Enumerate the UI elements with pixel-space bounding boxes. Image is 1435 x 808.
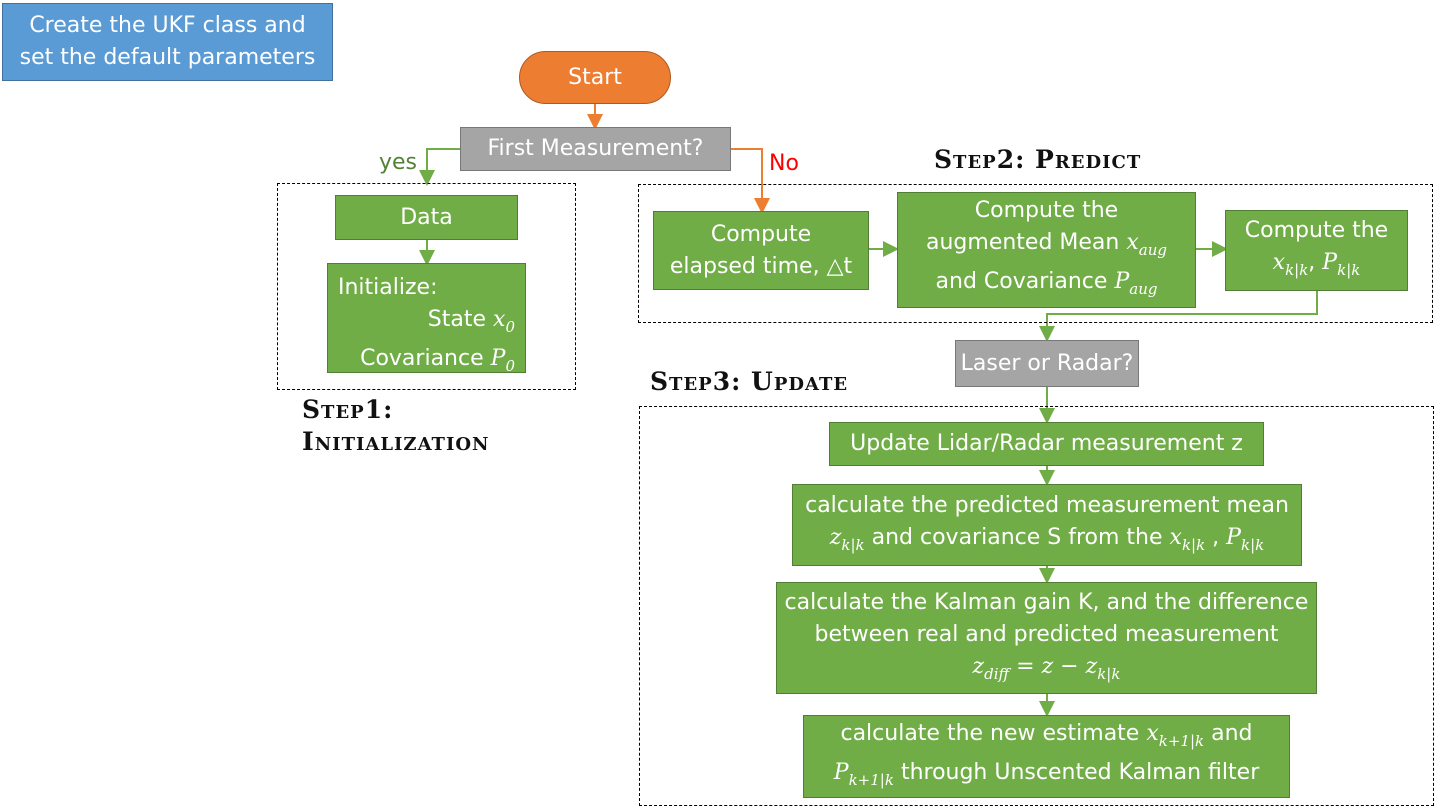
aug-var2: P xyxy=(1114,269,1130,294)
meas-sub1: k|k xyxy=(841,535,865,554)
initialize-label: Initialize: xyxy=(338,275,438,300)
first-measurement-decision[interactable]: First Measurement? xyxy=(460,127,731,171)
kalman-gain-box[interactable]: calculate the Kalman gain K, and the dif… xyxy=(776,582,1317,694)
step3-title: Step3: Update xyxy=(650,367,849,396)
aug-line1: Compute the xyxy=(974,198,1119,223)
update-z-label: Update Lidar/Radar measurement z xyxy=(850,431,1243,456)
aug-text2: augmented Mean xyxy=(926,230,1120,255)
data-box[interactable]: Data xyxy=(335,195,518,240)
step3-region xyxy=(639,406,1434,806)
meas-var1: z xyxy=(829,524,842,550)
step2-title: Step2: Predict xyxy=(934,145,1142,174)
init-cov-var: P xyxy=(490,346,506,371)
elapsed-time-box[interactable]: Compute elapsed time, △t xyxy=(653,211,869,290)
gain-line1: calculate the Kalman gain K, and the dif… xyxy=(784,589,1309,615)
aug-line3: and Covariance Paug xyxy=(936,266,1158,305)
data-label: Data xyxy=(400,204,453,230)
first-measurement-label: First Measurement? xyxy=(487,136,704,161)
predicted-measurement-box[interactable]: calculate the predicted measurement mean… xyxy=(792,484,1302,566)
gain-line2: between real and predicted measurement xyxy=(814,621,1279,647)
gain-var1: z xyxy=(972,653,985,679)
meas-var2: x xyxy=(1169,524,1182,550)
est-sub1: k+1|k xyxy=(1158,731,1205,750)
est-line1: calculate the new estimate xk+1|k and xyxy=(840,718,1252,757)
elapsed-line1: Compute xyxy=(710,221,812,247)
est-line2: Pk+1|k through Unscented Kalman filter xyxy=(834,757,1259,796)
meas-sub2: k|k xyxy=(1181,535,1206,554)
init-state-line: State x0 xyxy=(338,304,515,343)
gain-line3: zdiff = z − zk|k xyxy=(973,651,1121,690)
start-node[interactable]: Start xyxy=(519,51,671,104)
est-var2: P xyxy=(833,759,849,785)
ukf-note-line2: set the default parameters xyxy=(19,45,316,70)
step1-title-line2: Initialization xyxy=(302,427,490,456)
elapsed-line2: elapsed time, △t xyxy=(669,253,853,279)
aug-line2: augmented Mean xaug xyxy=(926,227,1167,266)
pred-sub1: k|k xyxy=(1285,261,1309,279)
pred-line2: xk|k, Pk|k xyxy=(1273,247,1361,286)
meas-sep: , xyxy=(1212,524,1220,550)
aug-sub2: aug xyxy=(1129,280,1158,298)
meas-line2: zk|k and covariance S from the xk|k , Pk… xyxy=(830,522,1264,561)
laser-radar-label: Laser or Radar? xyxy=(960,350,1134,376)
arrow-pred-to-sensor xyxy=(1039,291,1318,342)
meas-line1: calculate the predicted measurement mean xyxy=(805,492,1289,518)
init-cov-text: Covariance xyxy=(360,346,484,371)
new-estimate-box[interactable]: calculate the new estimate xk+1|k and Pk… xyxy=(803,715,1290,798)
gain-eq: = z − xyxy=(1016,653,1079,679)
est-text2: through Unscented Kalman filter xyxy=(900,759,1260,785)
initialize-box[interactable]: Initialize: State x0 Covariance P0 xyxy=(327,263,526,375)
gain-sub2: k|k xyxy=(1097,664,1121,683)
no-label: No xyxy=(769,151,799,176)
start-label: Start xyxy=(568,64,622,90)
pred-sep: , xyxy=(1308,250,1316,275)
yes-label: yes xyxy=(379,150,418,175)
gain-sub1: diff xyxy=(984,664,1010,683)
pred-line1: Compute the xyxy=(1244,218,1389,243)
ukf-class-note: Create the UKF class and set the default… xyxy=(2,3,333,81)
meas-sub3: k|k xyxy=(1240,535,1265,554)
est-and: and xyxy=(1211,720,1253,746)
step1-region xyxy=(277,183,576,390)
aug-var1: x xyxy=(1126,230,1139,255)
pred-var1: x xyxy=(1272,250,1286,275)
augmented-box[interactable]: Compute the augmented Mean xaug and Cova… xyxy=(897,192,1196,308)
gain-var2: z xyxy=(1085,653,1098,679)
step2-region xyxy=(638,184,1433,323)
init-state-text: State xyxy=(427,307,487,332)
est-text1: calculate the new estimate xyxy=(840,720,1140,746)
init-state-sub: 0 xyxy=(505,318,515,336)
meas-text2: and covariance S from the xyxy=(871,524,1163,550)
est-var1: x xyxy=(1146,720,1159,746)
aug-sub1: aug xyxy=(1138,241,1167,259)
init-cov-line: Covariance P0 xyxy=(338,343,515,382)
init-cov-sub: 0 xyxy=(505,357,515,375)
meas-var3: P xyxy=(1226,524,1241,550)
ukf-note-line1: Create the UKF class and xyxy=(29,13,306,38)
step1-title-line1: Step1: xyxy=(302,395,394,424)
init-state-var: x xyxy=(493,307,506,332)
pred-var2: P xyxy=(1322,250,1338,275)
update-z-box[interactable]: Update Lidar/Radar measurement z xyxy=(829,422,1264,466)
predict-state-box[interactable]: Compute the xk|k, Pk|k xyxy=(1225,210,1408,291)
arrow-no xyxy=(731,148,770,214)
arrow-yes xyxy=(419,148,460,186)
est-sub2: k+1|k xyxy=(848,770,894,789)
laser-radar-decision[interactable]: Laser or Radar? xyxy=(955,340,1139,387)
aug-text3: and Covariance xyxy=(935,269,1108,294)
pred-sub2: k|k xyxy=(1337,261,1361,279)
